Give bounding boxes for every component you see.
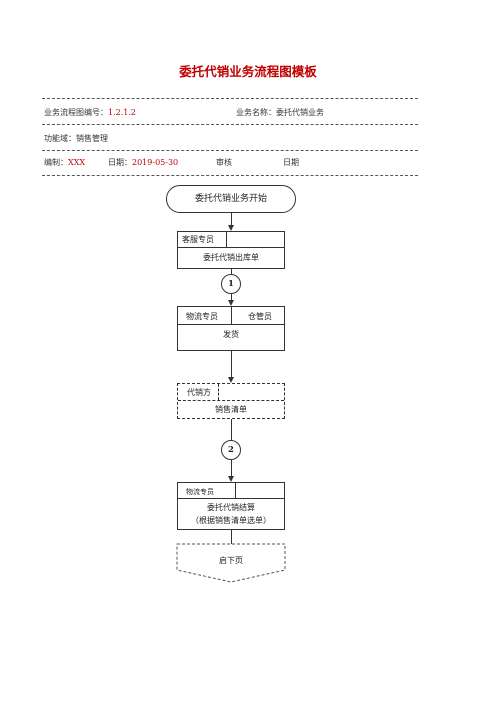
next-page-connector (176, 543, 286, 583)
arrow-head (228, 225, 234, 231)
flow-line (231, 213, 232, 226)
task-line-1: 委托代销结算 (207, 503, 255, 512)
business-name-row: 业务名称：委托代销业务 (236, 107, 324, 118)
flow-line (231, 351, 232, 378)
author-value: XXX (68, 158, 86, 167)
flow-line (231, 419, 232, 440)
business-name-value: 委托代销业务 (276, 108, 324, 117)
review-date-label: 日期 (283, 158, 299, 167)
cell-divider (218, 384, 219, 400)
function-domain-value: 销售管理 (76, 134, 108, 143)
step-customer-service: 客服专员 委托代销出库单 (177, 231, 285, 269)
flow-line (231, 294, 232, 301)
cell-divider (178, 400, 284, 401)
document-label: 委托代销出库单 (203, 253, 259, 262)
next-page-label: 启下页 (219, 556, 243, 565)
role-label: 代销方 (187, 388, 211, 397)
divider (42, 98, 418, 99)
step-settlement: 物流专员 委托代销结算 （根据销售清单选单） (177, 482, 285, 530)
arrow-head (228, 476, 234, 482)
cell-divider (235, 483, 236, 498)
document-label: 销售清单 (215, 405, 247, 414)
business-name-label: 业务名称： (236, 108, 276, 117)
connector-label: 1 (228, 279, 234, 289)
date-label: 日期： (108, 158, 132, 167)
review-label: 审核 (216, 158, 232, 167)
arrow-head (228, 377, 234, 383)
connector-2: 2 (221, 440, 241, 460)
flow-number-label: 业务流程图编号： (44, 108, 108, 117)
divider (42, 175, 418, 176)
function-domain-row: 功能域：销售管理 (44, 133, 108, 144)
author-row: 编制：XXX (44, 157, 85, 168)
flow-number-value: 1.2.1.2 (108, 108, 136, 117)
flow-line (231, 460, 232, 477)
date-value: 2019-05-30 (132, 158, 179, 167)
task-label: 发货 (223, 330, 239, 339)
cell-divider (231, 307, 232, 324)
role-label: 客服专员 (182, 235, 214, 244)
connector-1: 1 (221, 274, 241, 294)
connector-label: 2 (228, 445, 234, 455)
cell-divider (178, 324, 284, 325)
author-label: 编制： (44, 158, 68, 167)
cell-divider (178, 247, 284, 248)
role-label: 物流专员 (186, 488, 214, 496)
role-label: 仓管员 (248, 312, 272, 321)
role-label: 物流专员 (186, 312, 218, 321)
arrow-head (228, 300, 234, 306)
cell-divider (226, 232, 227, 247)
start-terminator: 委托代销业务开始 (166, 185, 296, 213)
date-row: 日期：2019-05-30 (108, 157, 178, 168)
divider (42, 150, 418, 151)
flow-number-row: 业务流程图编号：1.2.1.2 (44, 107, 136, 118)
step-logistics-warehouse: 物流专员 仓管员 发货 (177, 306, 285, 351)
step-consignee: 代销方 销售清单 (177, 383, 285, 419)
function-domain-label: 功能域： (44, 134, 76, 143)
start-label: 委托代销业务开始 (194, 194, 267, 204)
flow-line (231, 269, 232, 274)
cell-divider (178, 498, 284, 499)
page-title: 委托代销业务流程图模板 (179, 64, 317, 79)
flow-line (231, 530, 232, 544)
divider (42, 124, 418, 125)
task-line-2: （根据销售清单选单） (191, 516, 271, 525)
